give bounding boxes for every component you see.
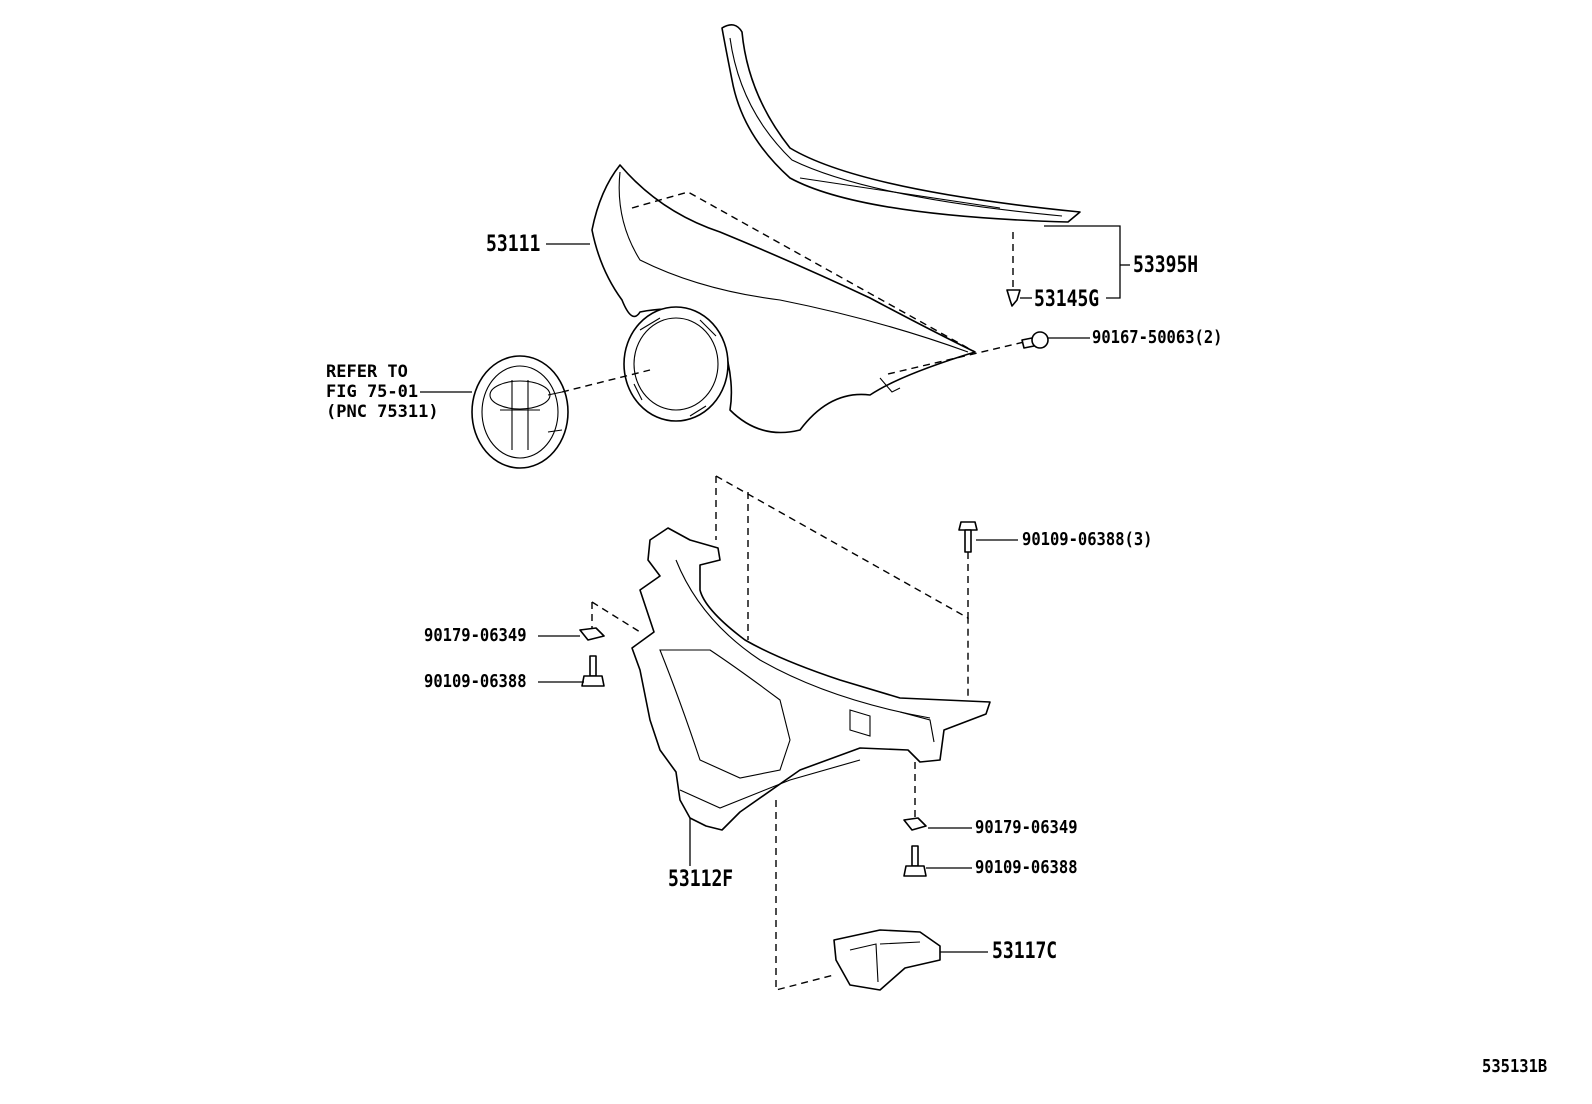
leader-lines — [420, 225, 1130, 953]
bracket-part — [833, 929, 941, 991]
assembly-lines — [561, 191, 1025, 991]
hood-molding-part — [721, 24, 1081, 223]
label-clip: 53145G — [1034, 287, 1100, 312]
screw-part — [1021, 331, 1049, 349]
label-hood-panel: 53111 — [486, 232, 541, 257]
clip-part — [1006, 289, 1021, 307]
label-emblem-ref-1: REFER TO — [326, 362, 408, 382]
right-bolt-part — [903, 845, 927, 877]
right-nut-part — [903, 817, 927, 831]
label-top-bolt: 90109-06388(3) — [1022, 529, 1153, 550]
left-bolt-part — [581, 655, 605, 687]
emblem-part — [471, 355, 569, 469]
label-right-nut: 90179-06349 — [975, 817, 1078, 838]
label-bracket: 53117C — [992, 939, 1058, 964]
left-nut-part — [579, 627, 605, 641]
label-left-nut: 90179-06349 — [424, 625, 527, 646]
top-bolt-part — [958, 521, 978, 553]
label-emblem-ref-2: FIG 75-01 — [326, 382, 419, 402]
label-right-bolt: 90109-06388 — [975, 857, 1078, 878]
label-left-bolt: 90109-06388 — [424, 671, 527, 692]
label-support: 53112F — [668, 867, 734, 892]
label-screw: 90167-50063(2) — [1092, 327, 1223, 348]
support-part — [631, 527, 991, 831]
figure-code: 535131B — [1482, 1056, 1548, 1077]
hood-panel-part — [591, 164, 976, 434]
label-hood-molding: 53395H — [1133, 253, 1199, 278]
label-emblem-ref-3: (PNC 75311) — [326, 402, 439, 422]
